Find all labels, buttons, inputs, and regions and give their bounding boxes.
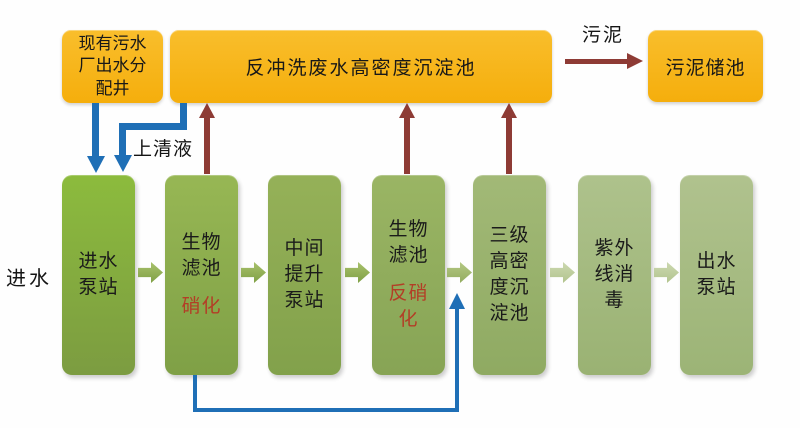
flow-arrow-icon [345, 262, 370, 283]
well-to-pump-arrow-head-icon [87, 156, 105, 173]
supernatant-label: 上清液 [133, 139, 194, 160]
sedimentation-backwash-up-arrow-head-icon [501, 103, 517, 118]
distribution-well-box: 现有污水 厂出水分 配井 [62, 30, 163, 103]
process-box-sublabel: 硝化 [181, 295, 222, 317]
denitrification-backwash-up-arrow [404, 116, 410, 174]
recirculation-arrow-head-icon [449, 293, 465, 309]
recirculation-line [455, 308, 459, 412]
sludge-flow-label: 污泥 [581, 25, 624, 46]
process-box-influent-pump-station: 进水 泵站 [62, 175, 135, 375]
well-to-pump-arrow [92, 103, 99, 157]
process-box-sublabel: 反硝 化 [388, 282, 429, 330]
flow-arrow-icon [447, 262, 472, 283]
supernatant-arrow [180, 103, 187, 130]
process-box-biofilter-denitrification: 生物 滤池 反硝 化 [372, 175, 445, 375]
sludge-storage-tank-box: 污泥储池 [648, 30, 763, 102]
process-box-label: 出水 泵站 [696, 250, 737, 298]
flow-arrow-icon [550, 262, 575, 283]
process-box-label: 生物 滤池 [181, 232, 222, 280]
process-box-biofilter-nitrification: 生物 滤池 硝化 [165, 175, 238, 375]
process-box-intermediate-lift-pump-station: 中间 提升 泵站 [268, 175, 341, 375]
process-box-effluent-pump-station: 出水 泵站 [680, 175, 753, 375]
backwash-sedimentation-tank-box: 反冲洗废水高密度沉淀池 [170, 30, 552, 103]
recirculation-line [193, 375, 197, 412]
recirculation-line [193, 408, 459, 412]
flow-arrow-icon [241, 262, 266, 283]
process-box-label: 三级 高密 度沉 淀池 [489, 224, 530, 325]
process-box-label: 紫外 线消 毒 [594, 237, 635, 312]
process-box-label: 进水 泵站 [78, 250, 119, 298]
process-box-uv-disinfection: 紫外 线消 毒 [578, 175, 651, 375]
sedimentation-backwash-up-arrow [506, 116, 512, 174]
nitrification-backwash-up-arrow-head-icon [199, 103, 215, 118]
flow-arrow-icon [138, 262, 163, 283]
flow-arrow-icon [654, 262, 679, 283]
supernatant-arrow [119, 123, 187, 130]
process-box-tertiary-high-density-sedimentation: 三级 高密 度沉 淀池 [473, 175, 546, 375]
process-box-label: 中间 提升 泵站 [284, 237, 325, 312]
nitrification-backwash-up-arrow [204, 116, 210, 174]
sludge-arrow-head-icon [627, 53, 643, 69]
sludge-arrow [565, 59, 628, 64]
denitrification-backwash-up-arrow-head-icon [399, 103, 415, 118]
process-box-label: 生物 滤池 [388, 219, 429, 267]
influent-label: 进水 [6, 268, 52, 290]
supernatant-arrow-head-icon [114, 155, 132, 172]
supernatant-arrow [119, 123, 126, 156]
